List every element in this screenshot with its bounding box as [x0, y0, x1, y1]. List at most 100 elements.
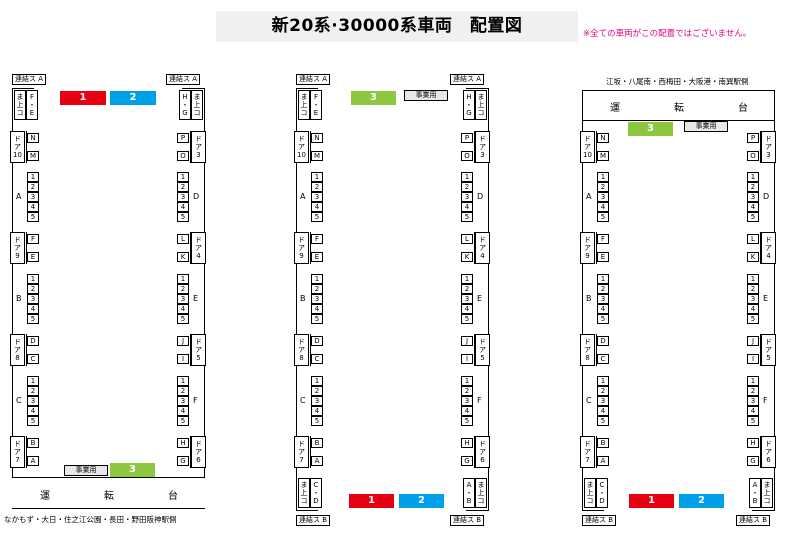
left-seat-N: N: [597, 133, 609, 143]
right-bench-seat: 1: [177, 376, 189, 386]
right-bench-seat: 4: [461, 406, 473, 416]
box-char: ア: [765, 143, 772, 151]
right-bench-seat: 2: [177, 182, 189, 192]
right-seat-O: O: [747, 151, 759, 161]
left-bench-seat: 5: [27, 416, 39, 426]
left-wall: [12, 88, 13, 477]
outline-line: [190, 232, 191, 264]
left-seat-E: E: [597, 252, 609, 262]
left-bench-seat: 2: [27, 284, 39, 294]
left-bench-seat: 4: [311, 406, 323, 416]
left-bench-seat: 4: [27, 202, 39, 212]
cab-line: [582, 90, 775, 91]
box-char: ア: [298, 346, 305, 354]
box-char: ド: [765, 338, 772, 346]
box-char: 上: [477, 489, 485, 497]
box-char: 10: [583, 151, 592, 159]
left-bench-seat: 1: [311, 274, 323, 284]
left-bench-seat: 3: [597, 396, 609, 406]
right-seat-J: J: [461, 336, 473, 346]
left-seat-B: B: [27, 438, 39, 448]
box-char: 9: [299, 252, 304, 260]
box-char: ・: [751, 489, 759, 497]
right-bench-seat: 3: [747, 294, 759, 304]
box-char: ア: [14, 244, 21, 252]
box-char: ド: [479, 135, 486, 143]
box-char: コ: [16, 109, 24, 117]
left-seat-M: M: [311, 151, 323, 161]
right-seat-L: L: [177, 234, 189, 244]
right-bench-seat: 5: [461, 212, 473, 222]
left-bench-seat: 2: [597, 386, 609, 396]
cab-char: 台: [738, 103, 748, 114]
right-seat-K: K: [177, 252, 189, 262]
left-bench-seat: 3: [311, 396, 323, 406]
left-bench-seat: 5: [597, 416, 609, 426]
outline-line: [760, 131, 761, 163]
box-char: 3: [480, 151, 485, 159]
right-seat-G: G: [461, 456, 473, 466]
cab-char: 転: [674, 103, 684, 114]
box-char: ま: [300, 481, 308, 489]
cab-char: 転: [104, 491, 114, 502]
box-char: ド: [479, 236, 486, 244]
left-bench-seat: 2: [311, 386, 323, 396]
box-char: 6: [196, 456, 201, 464]
priority-seat-3: 3: [628, 122, 673, 136]
right-bench-seat: 2: [747, 386, 759, 396]
left-bench-C: C: [586, 396, 592, 405]
left-bench-seat: 2: [27, 386, 39, 396]
left-bench-seat: 3: [597, 192, 609, 202]
box-char: H: [466, 93, 472, 101]
bottom-left-zone-2: C・D: [596, 478, 608, 508]
outline-line: [190, 436, 191, 468]
right-bench-seat: 4: [461, 202, 473, 212]
box-char: B: [752, 497, 758, 505]
right-bench-seat: 2: [461, 386, 473, 396]
bottom-right-zone: A・B: [463, 478, 475, 508]
left-seat-A: A: [597, 456, 609, 466]
coupler-b-label: 連結ス B: [450, 515, 485, 526]
box-char: ド: [298, 338, 305, 346]
box-char: ア: [765, 244, 772, 252]
right-seat-H: H: [747, 438, 759, 448]
right-bench-seat: 4: [461, 304, 473, 314]
box-char: ド: [479, 338, 486, 346]
outline-line: [310, 334, 311, 366]
priority-seat-2: 2: [399, 494, 444, 508]
cab-char: 運: [610, 103, 620, 114]
box-char: ド: [765, 440, 772, 448]
box-char: ア: [195, 448, 202, 456]
box-char: ま: [477, 481, 485, 489]
outline-line: [26, 334, 27, 366]
left-seat-D: D: [597, 336, 609, 346]
left-bench-seat: 1: [597, 274, 609, 284]
coupler-b-label: 連結ス B: [582, 515, 617, 526]
left-bench-seat: 1: [311, 172, 323, 182]
right-bench-F: F: [763, 396, 768, 405]
box-char: D: [313, 497, 319, 505]
box-char: G: [466, 109, 472, 117]
coupler-b-label: 連結ス B: [736, 515, 771, 526]
outline-line: [474, 334, 475, 366]
box-char: ま: [193, 93, 201, 101]
right-seat-P: P: [747, 133, 759, 143]
left-seat-M: M: [27, 151, 39, 161]
box-char: ド: [298, 236, 305, 244]
box-char: ド: [479, 440, 486, 448]
coupler-a-label: 連結ス A: [166, 74, 201, 85]
box-char: ア: [479, 143, 486, 151]
box-char: ア: [584, 448, 591, 456]
left-bench-seat: 5: [27, 314, 39, 324]
right-bench-seat: 1: [177, 172, 189, 182]
right-seat-I: I: [461, 354, 473, 364]
coupler-a-label: 連結ス A: [296, 74, 331, 85]
left-bench-seat: 1: [597, 172, 609, 182]
bottom-edge: [296, 510, 318, 511]
